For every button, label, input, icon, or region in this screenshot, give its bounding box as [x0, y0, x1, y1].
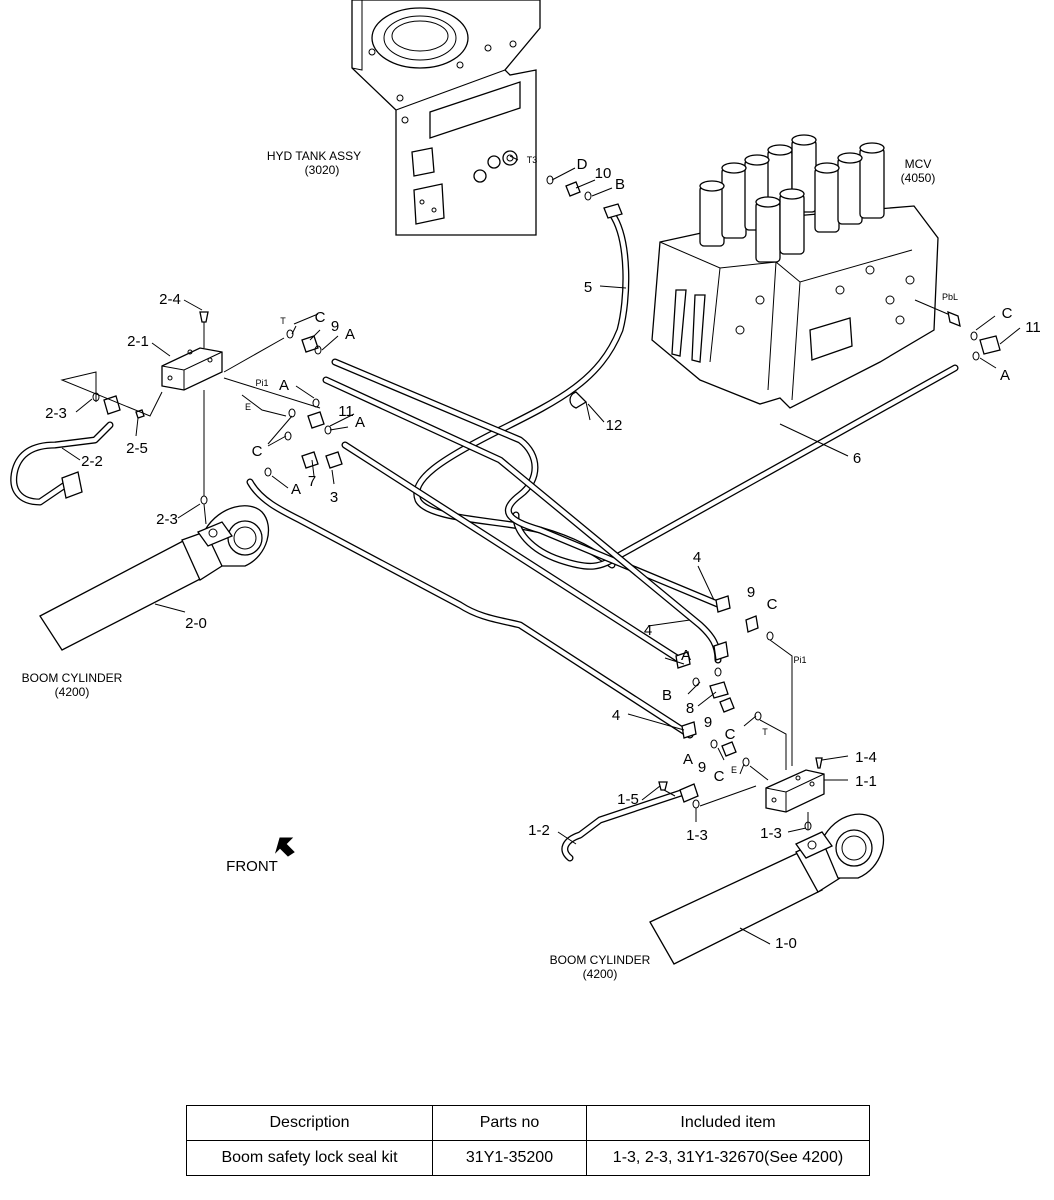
- port-label: Pi1: [255, 378, 268, 388]
- callout: 4: [644, 622, 652, 639]
- callout: 1-3: [686, 827, 708, 844]
- callout: 1-3: [760, 825, 782, 842]
- callout: A: [683, 751, 693, 768]
- hoses: [10, 210, 959, 862]
- callout: 1-5: [617, 791, 639, 808]
- callout: C: [1002, 305, 1013, 322]
- boom-cylinder-left-drawing: [39, 505, 270, 651]
- callout: 11: [1025, 319, 1041, 336]
- callout: A: [345, 326, 355, 343]
- column-header-parts-no: Parts no: [432, 1105, 587, 1141]
- callout: A: [355, 414, 365, 431]
- hyd-tank-name: HYD TANK ASSY: [267, 149, 361, 163]
- mcv-code: (4050): [901, 171, 936, 185]
- table-row: Boom safety lock seal kit 31Y1-35200 1-3…: [186, 1140, 870, 1176]
- boom-cylinder-left-name: BOOM CYLINDER: [22, 671, 123, 685]
- front-label: FRONT: [226, 858, 278, 875]
- callout: 1-0: [775, 935, 797, 952]
- callout: 1-2: [528, 822, 550, 839]
- hyd-tank-code: (3020): [305, 163, 340, 177]
- port-label: E: [245, 402, 251, 412]
- boom-cylinder-left-code: (4200): [55, 685, 90, 699]
- column-header-included-item: Included item: [586, 1105, 870, 1141]
- callout: 2-3: [156, 511, 178, 528]
- callout: 6: [853, 450, 861, 467]
- callout: 2-5: [126, 440, 148, 457]
- cell-parts-no: 31Y1-35200: [432, 1140, 587, 1176]
- callout: 2-0: [185, 615, 207, 632]
- callout: C: [725, 726, 736, 743]
- port-labels: T3 T Pi1 E PbL Pi1 T E: [245, 155, 958, 775]
- callout: 11: [338, 403, 354, 420]
- o-rings: [92, 175, 980, 831]
- callout: 10: [595, 165, 612, 182]
- callout: 2-4: [159, 291, 181, 308]
- parts-table: Description Parts no Included item Boom …: [186, 1105, 870, 1176]
- cell-included-item: 1-3, 2-3, 31Y1-32670(See 4200): [586, 1140, 870, 1176]
- callout: B: [615, 176, 625, 193]
- callout: B: [662, 687, 672, 704]
- mcv-drawing: [651, 134, 961, 409]
- callout: 9: [331, 318, 339, 335]
- boom-cylinder-right-name: BOOM CYLINDER: [550, 953, 651, 967]
- port-label: Pi1: [793, 655, 806, 665]
- callout: 5: [584, 279, 592, 296]
- callout: 2-2: [81, 453, 103, 470]
- callout: 9: [747, 584, 755, 601]
- mcv-spools: [699, 134, 885, 263]
- callout: 7: [308, 473, 316, 490]
- callout: C: [767, 596, 778, 613]
- cell-description: Boom safety lock seal kit: [186, 1140, 433, 1176]
- safety-valve-2-1-drawing: [161, 347, 223, 391]
- callout: 12: [606, 417, 623, 434]
- callout: 4: [612, 707, 620, 724]
- front-arrow-icon: [274, 837, 295, 857]
- safety-valve-1-1-drawing: [765, 769, 825, 813]
- callout: 1-4: [855, 749, 877, 766]
- callout: C: [315, 309, 326, 326]
- callout: 2-1: [127, 333, 149, 350]
- callout: D: [577, 156, 588, 173]
- table-header-row: Description Parts no Included item: [186, 1105, 870, 1141]
- callouts: D 10 B 5 2-4 C 9 A 2-1 A 11 A C 7 A 3 2-…: [45, 156, 1041, 952]
- boom-cylinder-right-code: (4200): [583, 967, 618, 981]
- port-label: T3: [527, 155, 538, 165]
- callout: 3: [330, 489, 338, 506]
- callout: 1-1: [855, 773, 877, 790]
- mcv-name: MCV: [905, 157, 932, 171]
- port-label: PbL: [942, 292, 958, 302]
- hyd-tank-drawing: [351, 0, 541, 236]
- callout: C: [252, 443, 263, 460]
- callout: C: [714, 768, 725, 785]
- column-header-description: Description: [186, 1105, 433, 1141]
- callout: 8: [686, 700, 694, 717]
- callout: 9: [698, 759, 706, 776]
- assembly-labels: HYD TANK ASSY (3020) MCV (4050) BOOM CYL…: [22, 149, 936, 981]
- callout: A: [681, 647, 691, 664]
- fittings: [61, 181, 1001, 803]
- leader-lines: [60, 155, 1021, 945]
- boom-cylinder-right-drawing: [649, 813, 885, 965]
- callout: 4: [693, 549, 701, 566]
- port-label: E: [731, 765, 737, 775]
- callout: A: [291, 481, 301, 498]
- callout: A: [1000, 367, 1010, 384]
- callout: 9: [704, 714, 712, 731]
- callout: 2-3: [45, 405, 67, 422]
- callout: A: [279, 377, 289, 394]
- port-label: T: [762, 727, 768, 737]
- port-label: T: [280, 316, 286, 326]
